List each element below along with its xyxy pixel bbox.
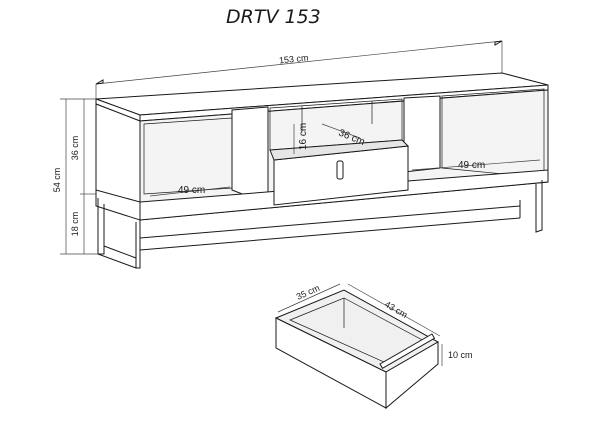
cabinet-height-label: 36 cm: [70, 136, 80, 161]
drawer-front: [269, 139, 410, 206]
drawer-handle-icon: [336, 160, 344, 180]
inner-dimensions: [149, 123, 541, 197]
drawer-detail: [274, 283, 443, 410]
center-niche-height-label: 16 cm: [298, 123, 309, 150]
width-label: 153 cm: [278, 53, 308, 66]
arrow-left-icon: [95, 79, 104, 85]
drawer-depth-label: 35 cm: [295, 283, 321, 302]
total-height-label: 54 cm: [52, 168, 62, 193]
height-dimensions: [60, 98, 98, 255]
left-shelf-width-label: 49 cm: [178, 185, 205, 196]
drawer-height-label: 10 cm: [448, 350, 473, 360]
right-shelf-width-label: 49 cm: [458, 160, 485, 171]
diagram-title: DRTV 153: [226, 6, 321, 28]
metal-frame: [97, 180, 543, 269]
width-dimension: [95, 40, 503, 99]
arrow-right-icon: [494, 40, 503, 46]
leg-height-label: 18 cm: [70, 212, 80, 237]
